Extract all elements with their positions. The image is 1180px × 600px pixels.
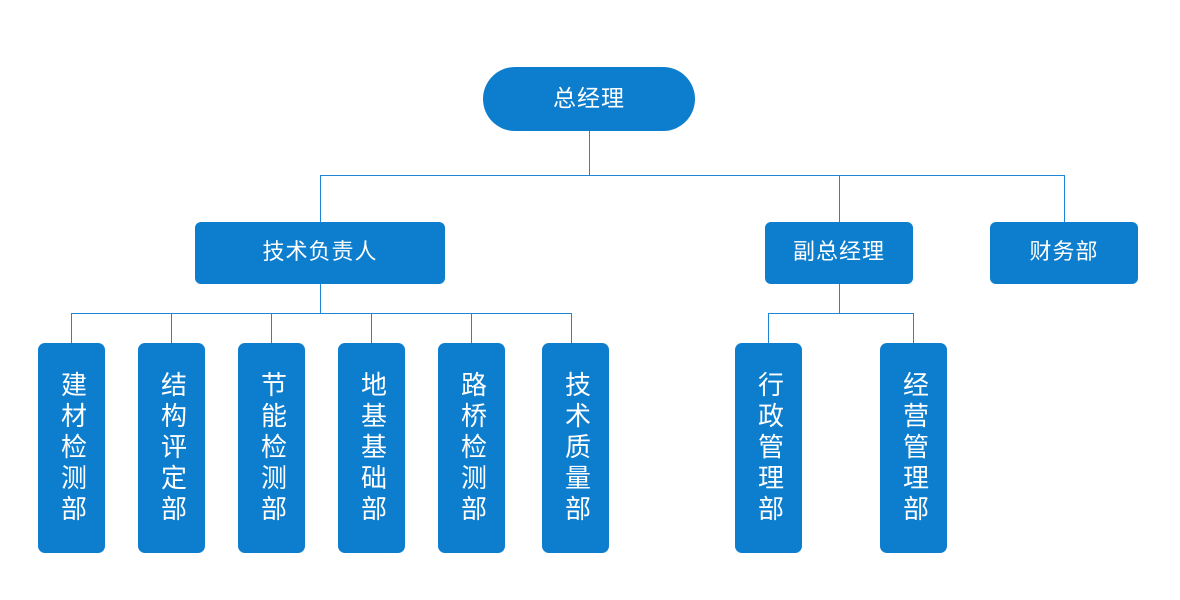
node-label: 副总经理 — [792, 240, 885, 266]
connector-deputy-bus — [768, 313, 914, 314]
node-structural-assessment[interactable]: 结构评定部 — [138, 343, 205, 553]
node-label: 路桥检测部 — [456, 370, 487, 526]
node-foundation-department[interactable]: 地基基础部 — [338, 343, 405, 553]
connector-drop-finance — [1064, 175, 1065, 222]
node-technical-director[interactable]: 技术负责人 — [195, 222, 445, 284]
node-finance-department[interactable]: 财务部 — [990, 222, 1138, 284]
connector-deputy-stem — [839, 284, 840, 313]
connector-drop-deputy — [839, 175, 840, 222]
node-road-bridge-testing[interactable]: 路桥检测部 — [438, 343, 505, 553]
node-label: 行政管理部 — [753, 370, 784, 526]
node-label: 建材检测部 — [56, 370, 87, 526]
node-label: 地基基础部 — [356, 370, 387, 526]
node-label: 节能检测部 — [256, 370, 287, 526]
node-technical-quality[interactable]: 技术质量部 — [542, 343, 609, 553]
node-energy-saving-testing[interactable]: 节能检测部 — [238, 343, 305, 553]
connector-drop-child-3 — [271, 313, 272, 343]
connector-drop-business — [913, 313, 914, 343]
node-building-materials-testing[interactable]: 建材检测部 — [38, 343, 105, 553]
node-label: 技术质量部 — [560, 370, 591, 526]
connector-tech-bus — [71, 313, 571, 314]
connector-root-stem — [589, 131, 590, 175]
node-label: 技术负责人 — [262, 240, 378, 266]
connector-drop-admin — [768, 313, 769, 343]
connector-drop-tech — [320, 175, 321, 222]
connector-drop-child-1 — [71, 313, 72, 343]
node-label: 经营管理部 — [898, 370, 929, 526]
connector-drop-child-5 — [471, 313, 472, 343]
node-label: 总经理 — [553, 85, 625, 112]
node-label: 结构评定部 — [156, 370, 187, 526]
connector-drop-child-2 — [171, 313, 172, 343]
connector-drop-child-6 — [571, 313, 572, 343]
node-label: 财务部 — [1029, 240, 1099, 266]
connector-tech-stem — [320, 284, 321, 313]
node-general-manager[interactable]: 总经理 — [483, 67, 695, 131]
connector-level2-bus — [320, 175, 1065, 176]
node-deputy-general-manager[interactable]: 副总经理 — [765, 222, 913, 284]
node-administration-department[interactable]: 行政管理部 — [735, 343, 802, 553]
connector-drop-child-4 — [371, 313, 372, 343]
node-business-management-department[interactable]: 经营管理部 — [880, 343, 947, 553]
